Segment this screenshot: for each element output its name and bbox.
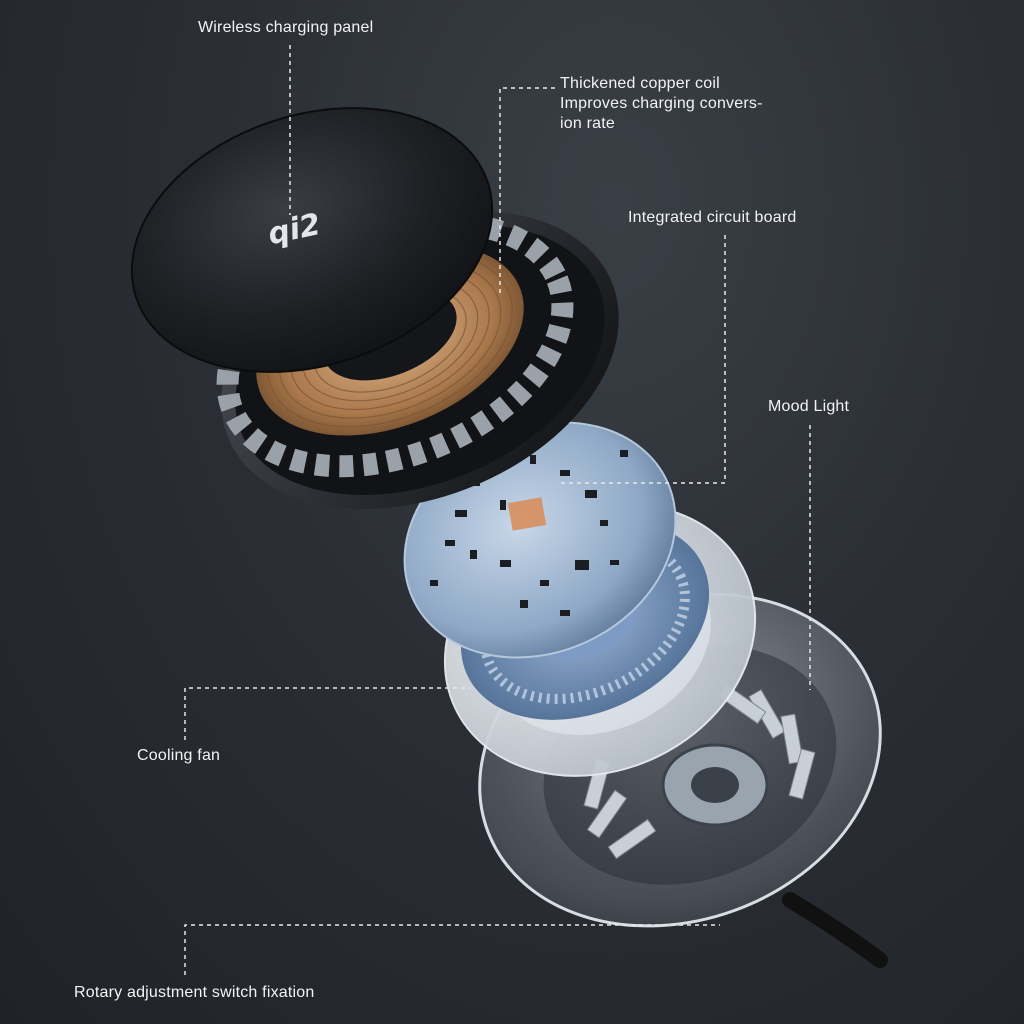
label-mood-light: Mood Light xyxy=(768,398,850,415)
leader-lines xyxy=(184,45,811,975)
label-copper-coil: Thickened copper coil Improves charging … xyxy=(560,74,763,134)
label-copper-coil-line-1: Thickened copper coil xyxy=(560,75,720,92)
label-cooling-fan: Cooling fan xyxy=(137,747,221,764)
wireless-charging-panel: qi2 xyxy=(130,107,494,373)
leader-copper-coil xyxy=(499,87,555,295)
label-wireless-charging-panel: Wireless charging panel xyxy=(198,19,374,36)
label-rotary-switch: Rotary adjustment switch fixation xyxy=(74,984,315,1001)
leader-rotary-switch xyxy=(184,924,720,975)
leader-cooling-fan xyxy=(184,687,470,740)
label-copper-coil-line-3: ion rate xyxy=(560,115,615,132)
label-circuit-board: Integrated circuit board xyxy=(628,209,797,226)
label-copper-coil-line-2: Improves charging convers- xyxy=(560,95,763,112)
cable xyxy=(782,892,888,968)
leader-circuit-board xyxy=(560,235,726,484)
